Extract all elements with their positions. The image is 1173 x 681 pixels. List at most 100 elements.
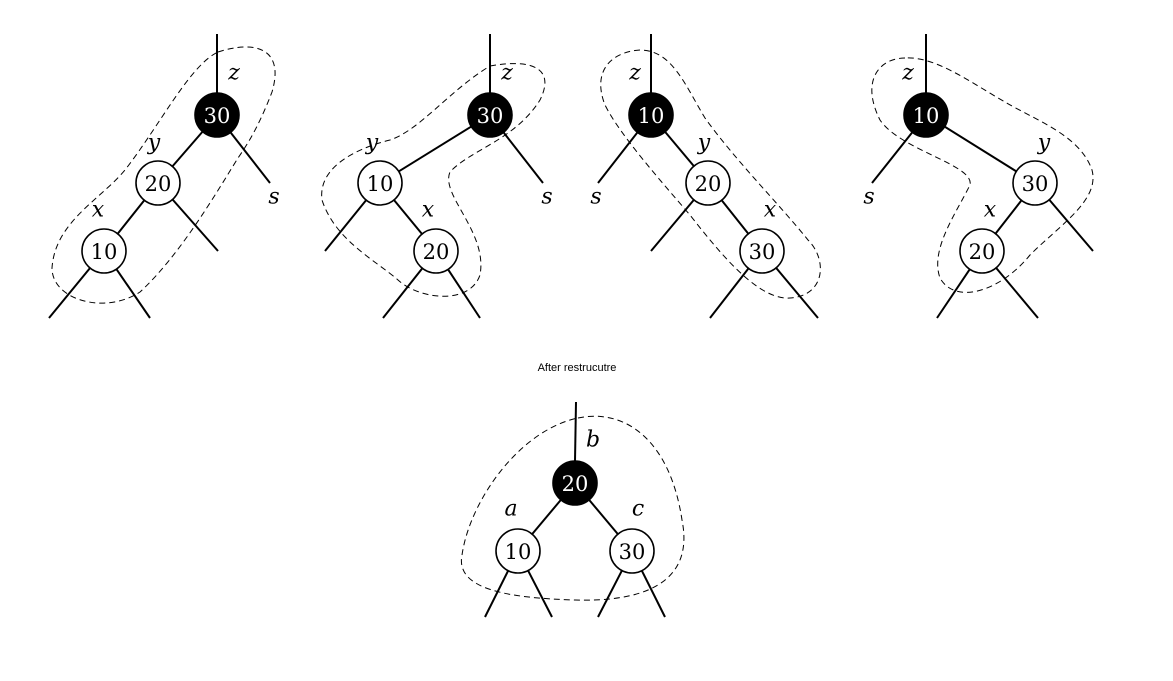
subtree-edge (597, 131, 639, 184)
black-node-circle (903, 92, 949, 138)
tree-edge (944, 125, 1017, 173)
white-node-circle (685, 160, 731, 206)
tree-edge (398, 125, 472, 173)
subtree-edge (1048, 199, 1094, 252)
node-value: 30 (1022, 172, 1049, 196)
subtree-edge (775, 267, 819, 319)
tree-edge (664, 131, 695, 167)
tree-node-20: 20 (685, 160, 731, 206)
node-label-a: a (504, 497, 517, 522)
tree-node-20: 20 (959, 228, 1005, 274)
node-value: 10 (913, 104, 940, 128)
white-node-circle (959, 228, 1005, 274)
dashed-boundary (871, 57, 1094, 293)
subtree-edge (995, 267, 1039, 319)
node-value: 20 (695, 172, 722, 196)
dashed-boundary (321, 63, 546, 297)
subtree-edge (324, 199, 367, 252)
dashed-boundary (600, 49, 821, 299)
node-label-z: z (500, 61, 513, 86)
subtree-edge (871, 131, 914, 184)
node-value: 30 (749, 240, 776, 264)
sibling-label: s (268, 185, 279, 210)
subtree-edge (382, 267, 424, 319)
white-node-circle (495, 528, 541, 574)
node-label-y: y (1037, 131, 1051, 156)
node-value: 30 (477, 104, 504, 128)
node-value: 20 (423, 240, 450, 264)
node-label-x: x (984, 198, 997, 223)
subtree-edge (115, 268, 151, 319)
white-node-circle (81, 228, 127, 274)
white-node-circle (357, 160, 403, 206)
tree-edge (588, 499, 619, 535)
tree-edge (171, 130, 204, 168)
tree-node-10: 10 (81, 228, 127, 274)
white-node-circle (413, 228, 459, 274)
subtree-edge (650, 199, 695, 252)
black-node-circle (628, 92, 674, 138)
node-label-b: b (586, 428, 600, 453)
black-node-circle (194, 92, 240, 138)
node-value: 20 (969, 240, 996, 264)
node-label-x: x (422, 198, 435, 223)
caption: After restrucutre (538, 362, 617, 374)
node-label-y: y (365, 131, 379, 156)
node-label-x: x (764, 198, 777, 223)
case-1-tree: 30 z 20 y 10 x s (48, 34, 280, 319)
tree-edge (994, 199, 1023, 235)
black-node-circle (552, 460, 598, 506)
tree-node-20: 20 (413, 228, 459, 274)
sibling-label: s (863, 185, 874, 210)
node-value: 10 (505, 540, 532, 564)
white-node-circle (135, 160, 181, 206)
tree-node-10: 10 (357, 160, 403, 206)
subtree-edge (447, 268, 481, 319)
subtree-edge (229, 131, 271, 184)
case-2-tree: 30 z 10 y 20 x s (321, 34, 553, 319)
dashed-boundary (51, 46, 276, 304)
subtree-edge (527, 570, 553, 618)
node-value: 10 (638, 104, 665, 128)
subtree-edge (936, 268, 971, 319)
tree-node-10: 10 (495, 528, 541, 574)
subtree-edge (709, 267, 750, 319)
tree-node-30: 30 (739, 228, 785, 274)
black-node-circle (467, 92, 513, 138)
node-label-y: y (147, 131, 161, 156)
tree-node-30: 30 (194, 92, 240, 138)
tree-edge (393, 199, 423, 235)
node-label-y: y (697, 131, 711, 156)
subtree-edge (484, 570, 510, 618)
subtree-edge (171, 198, 219, 252)
dashed-boundary (460, 415, 685, 601)
case-4-tree: 10 z 30 y 20 x s (863, 34, 1094, 319)
tree-node-10: 10 (903, 92, 949, 138)
node-label-z: z (628, 61, 641, 86)
node-label-x: x (92, 198, 105, 223)
subtree-edge (48, 267, 91, 319)
tree-edge (531, 499, 562, 535)
node-value: 20 (562, 472, 589, 496)
tree-node-20: 20 (552, 460, 598, 506)
result-tree: 20 b 10 a 30 c (460, 401, 685, 618)
node-value: 20 (145, 172, 172, 196)
tree-node-20: 20 (135, 160, 181, 206)
node-value: 30 (619, 540, 646, 564)
tree-node-30: 30 (467, 92, 513, 138)
tree-node-30: 30 (609, 528, 655, 574)
node-label-z: z (901, 61, 914, 86)
tree-edge (720, 199, 750, 235)
node-value: 30 (204, 104, 231, 128)
node-label-z: z (227, 61, 240, 86)
tree-node-10: 10 (628, 92, 674, 138)
subtree-edge (640, 570, 666, 618)
sibling-label: s (541, 185, 552, 210)
sibling-label: s (590, 185, 601, 210)
node-label-c: c (632, 497, 644, 522)
white-node-circle (1012, 160, 1058, 206)
parent-edge (574, 401, 577, 462)
tree-edge (116, 199, 146, 235)
subtree-edge (597, 570, 623, 618)
